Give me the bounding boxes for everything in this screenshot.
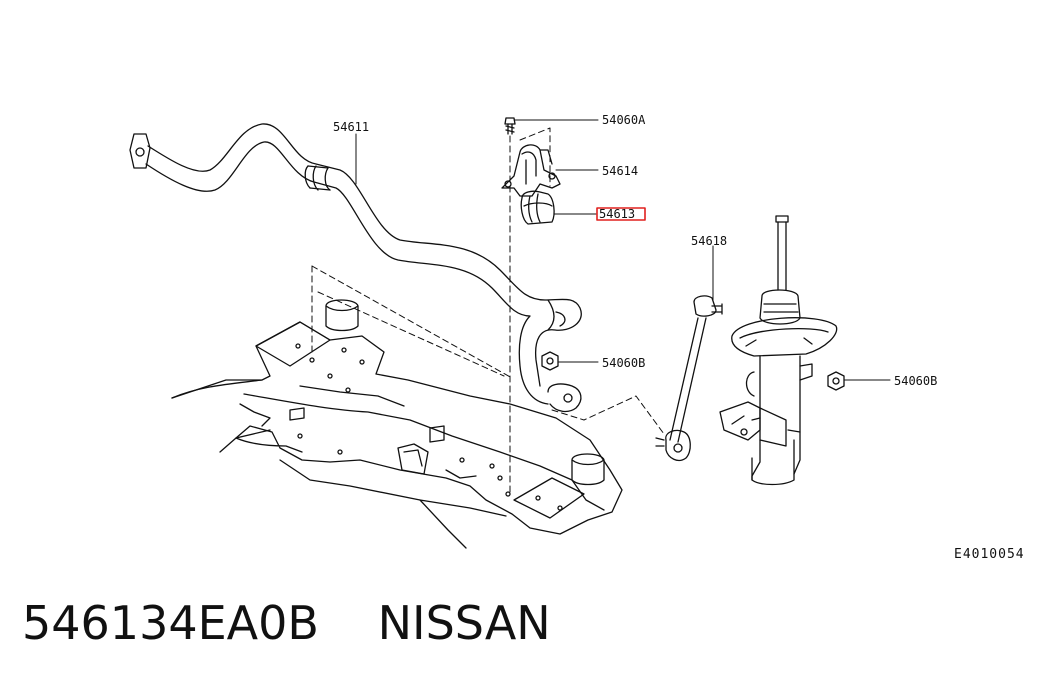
diagram-reference-code: E4010054 xyxy=(954,547,1025,562)
brand-name: NISSAN xyxy=(377,596,551,650)
connecting-rod xyxy=(655,295,723,462)
part-number: 546134EA0B xyxy=(22,596,319,650)
callout-nut-left: 54060B xyxy=(602,356,645,370)
leader-lines xyxy=(355,119,891,381)
part-caption: 546134EA0B NISSAN xyxy=(22,596,551,650)
callout-connecting-rod: 54618 xyxy=(691,234,727,248)
callout-bracket: 54614 xyxy=(602,164,638,178)
dashed-guides xyxy=(311,127,665,495)
nut-left xyxy=(541,351,559,371)
highlight-box xyxy=(596,207,646,221)
callout-nut-right: 54060B xyxy=(894,374,937,388)
bolt-top xyxy=(504,117,516,135)
subframe xyxy=(171,299,623,549)
nut-right xyxy=(827,371,845,391)
stabilizer-bar xyxy=(129,123,582,413)
bushing xyxy=(520,190,555,225)
callout-bolt-top: 54060A xyxy=(602,113,646,127)
callout-bushing: 54613 xyxy=(599,207,635,221)
strut-assembly xyxy=(719,215,838,486)
bracket xyxy=(501,144,561,197)
callout-stabilizer-bar: 54611 xyxy=(333,120,369,134)
